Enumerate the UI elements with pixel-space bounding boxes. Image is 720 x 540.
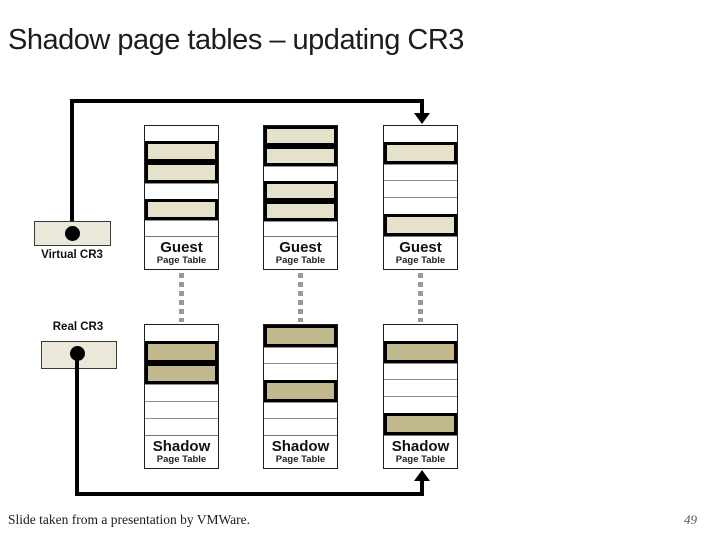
guest-page-table-2-rows <box>264 126 337 236</box>
page-table-row-fill <box>384 214 457 236</box>
guest-page-table-1: Guest Page Table <box>144 125 219 270</box>
page-table-row-fill <box>145 141 218 162</box>
page-table-row-fill <box>264 201 337 221</box>
page-number: 49 <box>684 512 697 527</box>
page-table-row-fill <box>264 126 337 146</box>
shadow-page-table-3: Shadow Page Table <box>383 324 458 469</box>
guest-shadow-connector-1 <box>179 273 184 322</box>
shadow-page-table-2-label: Shadow Page Table <box>264 435 337 468</box>
shadow-page-table-2: Shadow Page Table <box>263 324 338 469</box>
shadow-page-table-1-label: Shadow Page Table <box>145 435 218 468</box>
shadow-page-table-1-rows <box>145 325 218 435</box>
page-table-row-plain <box>384 197 457 215</box>
page-table-row-plain <box>384 396 457 414</box>
page-table-row-plain <box>384 379 457 397</box>
shadow-page-table-3-label: Shadow Page Table <box>384 435 457 468</box>
page-table-row-plain <box>264 363 337 381</box>
page-table-row-plain <box>384 163 457 181</box>
real-cr3-line-horizontal <box>75 492 424 496</box>
page-table-row-plain <box>145 401 218 419</box>
real-cr3-line-vertical <box>75 353 79 496</box>
page-table-row-plain <box>384 180 457 198</box>
page-table-row-fill <box>145 162 218 183</box>
page-table-row-plain <box>384 126 457 142</box>
arrowhead-down-icon <box>414 113 430 124</box>
shadow-page-table-2-rows <box>264 325 337 436</box>
arrowhead-up-icon <box>414 470 430 481</box>
guest-shadow-connector-3 <box>418 273 423 322</box>
shadow-page-table-1: Shadow Page Table <box>144 324 219 469</box>
table-title: Guest <box>279 239 322 256</box>
virtual-cr3-line-horizontal <box>70 99 424 103</box>
table-subtitle: Page Table <box>395 255 446 266</box>
page-table-row-plain <box>264 418 337 436</box>
table-subtitle: Page Table <box>156 255 207 266</box>
page-table-row-fill <box>264 146 337 166</box>
guest-page-table-2-label: Guest Page Table <box>264 236 337 269</box>
table-subtitle: Page Table <box>275 454 326 465</box>
table-subtitle: Page Table <box>395 454 446 465</box>
page-table-row-plain <box>264 166 337 181</box>
guest-page-table-1-rows <box>145 126 218 236</box>
virtual-cr3-line-drop <box>420 99 424 115</box>
shadow-page-table-3-rows <box>384 325 457 435</box>
real-cr3-label: Real CR3 <box>52 321 104 333</box>
page-table-row-fill <box>384 413 457 435</box>
guest-page-table-3-rows <box>384 126 457 236</box>
page-table-row-plain <box>145 384 218 402</box>
guest-page-table-3: Guest Page Table <box>383 125 458 270</box>
page-table-row-fill <box>264 181 337 201</box>
table-title: Guest <box>399 239 442 256</box>
virtual-cr3-line-vertical <box>70 99 74 230</box>
page-table-row-fill <box>264 325 337 347</box>
guest-shadow-connector-2 <box>298 273 303 322</box>
footer-credit: Slide taken from a presentation by VMWar… <box>8 512 250 527</box>
table-subtitle: Page Table <box>156 454 207 465</box>
page-table-row-plain <box>145 183 218 199</box>
table-title: Guest <box>160 239 203 256</box>
page-table-row-plain <box>145 325 218 341</box>
page-table-row-plain <box>264 221 337 236</box>
page-table-row-plain <box>264 401 337 419</box>
guest-page-table-2: Guest Page Table <box>263 125 338 270</box>
page-table-row-fill <box>384 141 457 164</box>
table-title: Shadow <box>152 438 211 455</box>
guest-page-table-3-label: Guest Page Table <box>384 236 457 269</box>
virtual-cr3-pointer-dot-icon <box>65 226 80 241</box>
page-table-row-plain <box>145 418 218 435</box>
guest-page-table-1-label: Guest Page Table <box>145 236 218 269</box>
table-title: Shadow <box>271 438 330 455</box>
virtual-cr3-label: Virtual CR3 <box>41 249 103 261</box>
page-table-row-fill <box>384 340 457 363</box>
page-table-row-fill <box>145 362 218 385</box>
page-table-row-fill <box>264 380 337 402</box>
page-table-row-plain <box>384 325 457 341</box>
table-subtitle: Page Table <box>275 255 326 266</box>
page-table-row-plain <box>384 362 457 380</box>
table-title: Shadow <box>391 438 450 455</box>
page-table-row-plain <box>264 346 337 364</box>
real-cr3-line-rise <box>420 481 424 496</box>
page-table-row-plain <box>145 126 218 141</box>
page-table-row-plain <box>145 220 218 236</box>
page-table-row-fill <box>145 199 218 220</box>
page-table-row-fill <box>145 340 218 363</box>
slide-title: Shadow page tables – updating CR3 <box>8 24 464 56</box>
